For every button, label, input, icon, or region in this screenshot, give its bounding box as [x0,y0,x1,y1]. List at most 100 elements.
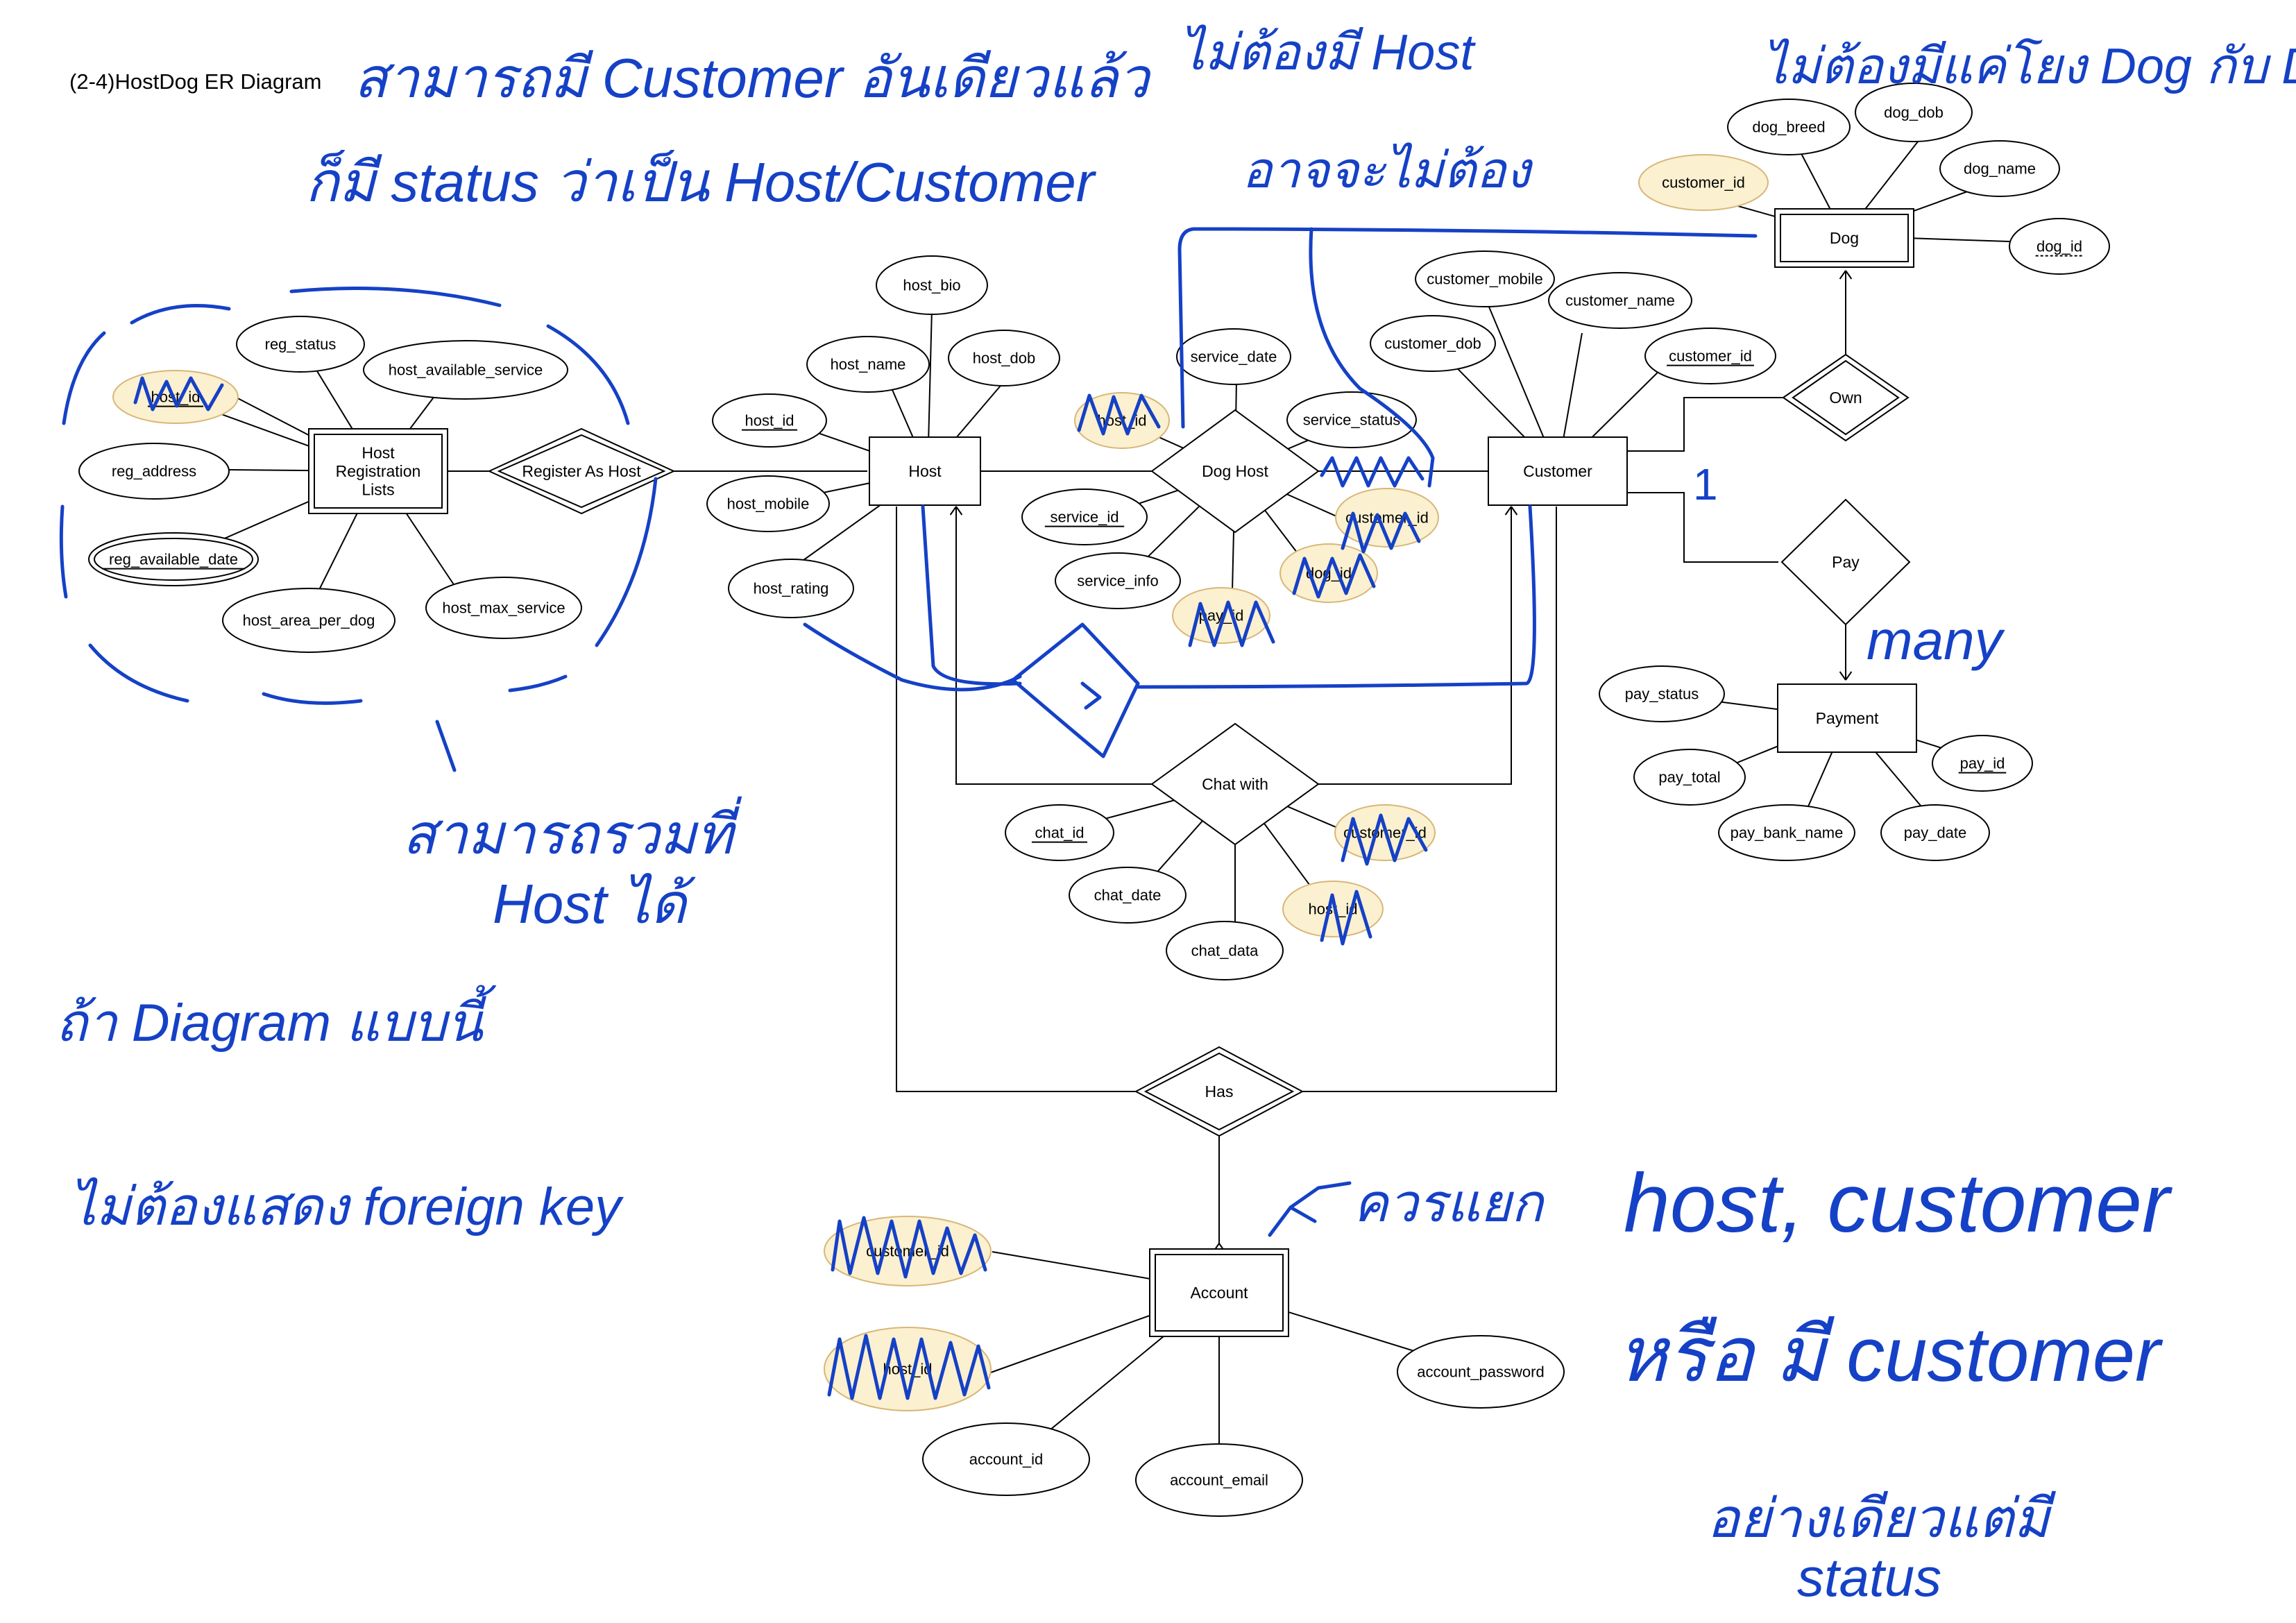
handwritten-note: ไม่ต้องมีแค่โยง Dog กับ Dog host [1762,38,2296,94]
handwritten-note: อย่างเดียวแต่มี [1707,1488,2057,1549]
ink-stroke [1188,600,1275,647]
node-label: host_available_service [389,362,543,379]
node-label: customer_name [1565,292,1675,309]
ink-stroke [831,1216,987,1279]
dog-id-attribute: dog_id [2009,218,2110,275]
cardinality-one: 1 [1693,459,1718,509]
pay-date-attribute: pay_date [1880,804,1990,861]
handwritten-note: status [1797,1547,1941,1608]
dog-entity: Dog [1774,208,1914,268]
handwritten-note: Host ได้ [493,873,696,935]
node-label: chat_date [1094,887,1162,904]
own-relationship: Own [1782,353,1910,442]
handwritten-note: อาจจะไม่ต้อง [1242,142,1533,198]
node-label: Has [1205,1082,1234,1101]
handwritten-note: ก็มี status ว่าเป็น Host/Customer [305,150,1097,213]
node-label: pay_date [1904,824,1967,842]
node-label: Own [1829,389,1862,407]
ink-stroke [1177,227,1758,429]
has-relationship: Has [1134,1046,1304,1137]
node-label: pay_total [1658,769,1720,786]
ink-stroke [133,376,224,411]
node-label: host_id [883,1361,933,1378]
pay-bank-name-attribute: pay_bank_name [1718,804,1855,861]
node-label: pay_id [1960,755,2005,772]
node-label: dog_name [1964,160,2036,178]
node-label: host_bio [903,277,960,294]
handwritten-notes: สามารถมี Customer อันเดียวแล้ว ไม่ต้องมี … [56,24,2296,1608]
node-label: customer_id [1345,509,1429,527]
host-mobile-attribute: host_mobile [706,475,830,532]
node-label: pay_status [1625,686,1699,703]
node-label: host_rating [754,580,829,597]
dog-customer-id-attribute: customer_id [1638,154,1769,211]
ink-stroke [921,504,1022,686]
ink-stroke [1341,813,1428,866]
register-as-host-relationship: Register As Host [487,427,676,515]
node-label: reg_status [265,336,337,353]
reg-status-attribute: reg_status [236,316,365,373]
host-id-attribute: host_id [712,393,827,448]
pay-relationship: Pay [1780,498,1911,626]
ink-stroke [1320,890,1372,946]
node-label: Customer [1523,462,1592,480]
ink-stroke [289,287,502,307]
ink-stroke [827,1334,991,1400]
node-label: Chat with [1202,775,1268,793]
ink-stroke [59,504,68,599]
customer-dob-attribute: customer_dob [1370,315,1496,372]
ink-stroke [546,324,630,425]
chat-with-relationship: Chat with [1150,722,1320,846]
customer-mobile-attribute: customer_mobile [1415,250,1555,307]
handwritten-note: สามารถมี Customer อันเดียวแล้ว [354,47,1152,109]
node-label: host_name [831,356,906,373]
ink-stroke [595,477,658,647]
node-label: customer_id [1662,174,1745,192]
ink-stroke [1309,227,1435,488]
host-max-service-attribute: host_max_service [425,577,582,639]
customer-entity: Customer [1488,436,1628,506]
node-label: Register As Host [522,462,641,480]
account-email-attribute: account_email [1135,1443,1303,1517]
pay-status-attribute: pay_status [1599,665,1725,722]
node-label: service_info [1077,572,1158,590]
node-label: service_date [1191,348,1277,366]
node-label: Pay [1832,553,1860,571]
dog-host-relationship: Dog Host [1150,409,1320,534]
dh-pay-id-attribute: pay_id [1172,587,1270,644]
node-label: customer_mobile [1427,271,1543,288]
ink-stroke [1077,393,1161,436]
reg-address-attribute: reg_address [78,443,230,500]
handwritten-note: ถ้า Diagram แบบนี้ [56,985,497,1053]
node-label: Lists [362,480,394,498]
node-label: chat_id [1035,824,1085,842]
node-label: Payment [1816,709,1879,727]
host-available-service-attribute: host_available_service [363,340,568,400]
node-label: dog_id [2036,238,2082,255]
ink-stroke [88,643,189,703]
handwritten-note: หรือ มี customer [1617,1312,2163,1397]
cardinality-many: many [1866,609,2006,671]
host-entity: Host [869,436,981,506]
node-label: host_dob [973,350,1036,367]
node-label: customer_id [1669,348,1752,365]
ink-stroke [1136,504,1536,689]
handwritten-note: ควรแยก [1353,1174,1546,1233]
host-bio-attribute: host_bio [876,255,988,315]
chat-id-attribute: chat_id [1005,804,1114,861]
node-label: account_email [1170,1472,1268,1489]
node-label: host_area_per_dog [243,612,375,629]
customer-name-attribute: customer_name [1548,272,1692,329]
handwritten-note: ไม่ต้องมี Host [1180,24,1476,80]
node-label: Host [908,462,942,480]
dh-customer-id-attribute: customer_id [1335,488,1439,547]
node-label: customer_id [866,1243,949,1260]
service-info-attribute: service_info [1055,552,1181,609]
ink-stroke [508,674,568,692]
ink-stroke [1011,622,1140,758]
pay-id-attribute: pay_id [1932,735,2033,792]
dog-name-attribute: dog_name [1939,140,2060,197]
